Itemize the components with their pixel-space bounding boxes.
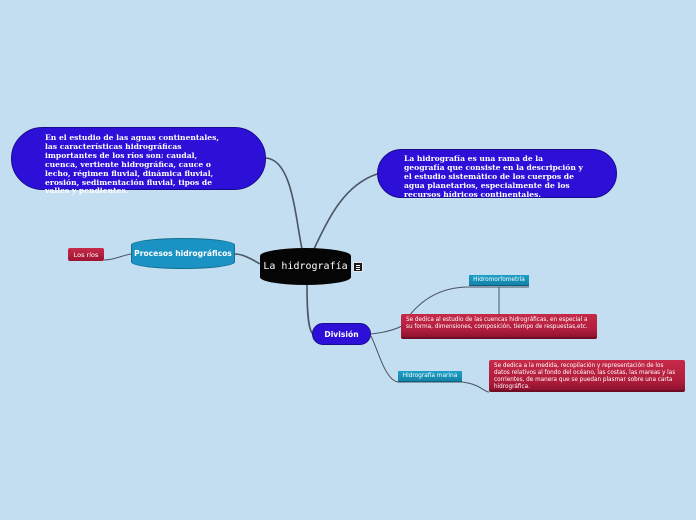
connector-central-definition [313,173,378,250]
hidromorfometria-label: Hidromorfometría [473,277,525,283]
definition-bubble[interactable]: La hidrografía es una rama de la geograf… [377,149,617,199]
connector-central-division [306,284,314,335]
connector-marina-box [461,381,490,393]
cuencas-note[interactable]: Se dedica al estudio de las cuencas hidr… [401,314,597,339]
central-topic[interactable]: La hidrografía [260,248,351,285]
los-rios-label: Los ríos [73,250,99,259]
connector-procesos-rios [103,253,132,261]
marina-text: Se dedica a la medida, recopilación y re… [494,363,676,390]
hidrografia-marina-label: Hidrografía marina [402,373,458,379]
marina-note[interactable]: Se dedica a la medida, recopilación y re… [489,360,685,392]
hidrografia-marina-node[interactable]: Hidrografía marina [398,371,462,382]
connector-central-procesos [234,253,261,265]
connector-division-marina [370,335,462,383]
procesos-label: Procesos hidrográficos [134,249,232,258]
procesos-node[interactable]: Procesos hidrográficos [131,238,235,269]
definition-text: La hidrografía es una rama de la geograf… [404,154,583,199]
cuencas-text: Se dedica al estudio de las cuencas hidr… [406,317,588,330]
continental-study-text: En el estudio de las aguas continentales… [45,133,219,196]
hidromorfometria-node[interactable]: Hidromorfometría [469,275,529,286]
central-topic-label: La hidrografía [263,261,348,272]
los-rios-node[interactable]: Los ríos [68,248,104,261]
connector-central-study [265,157,303,250]
continental-study-bubble[interactable]: En el estudio de las aguas continentales… [11,127,266,195]
note-icon[interactable] [353,262,363,272]
division-label: División [324,329,359,339]
division-node[interactable]: División [312,323,371,345]
